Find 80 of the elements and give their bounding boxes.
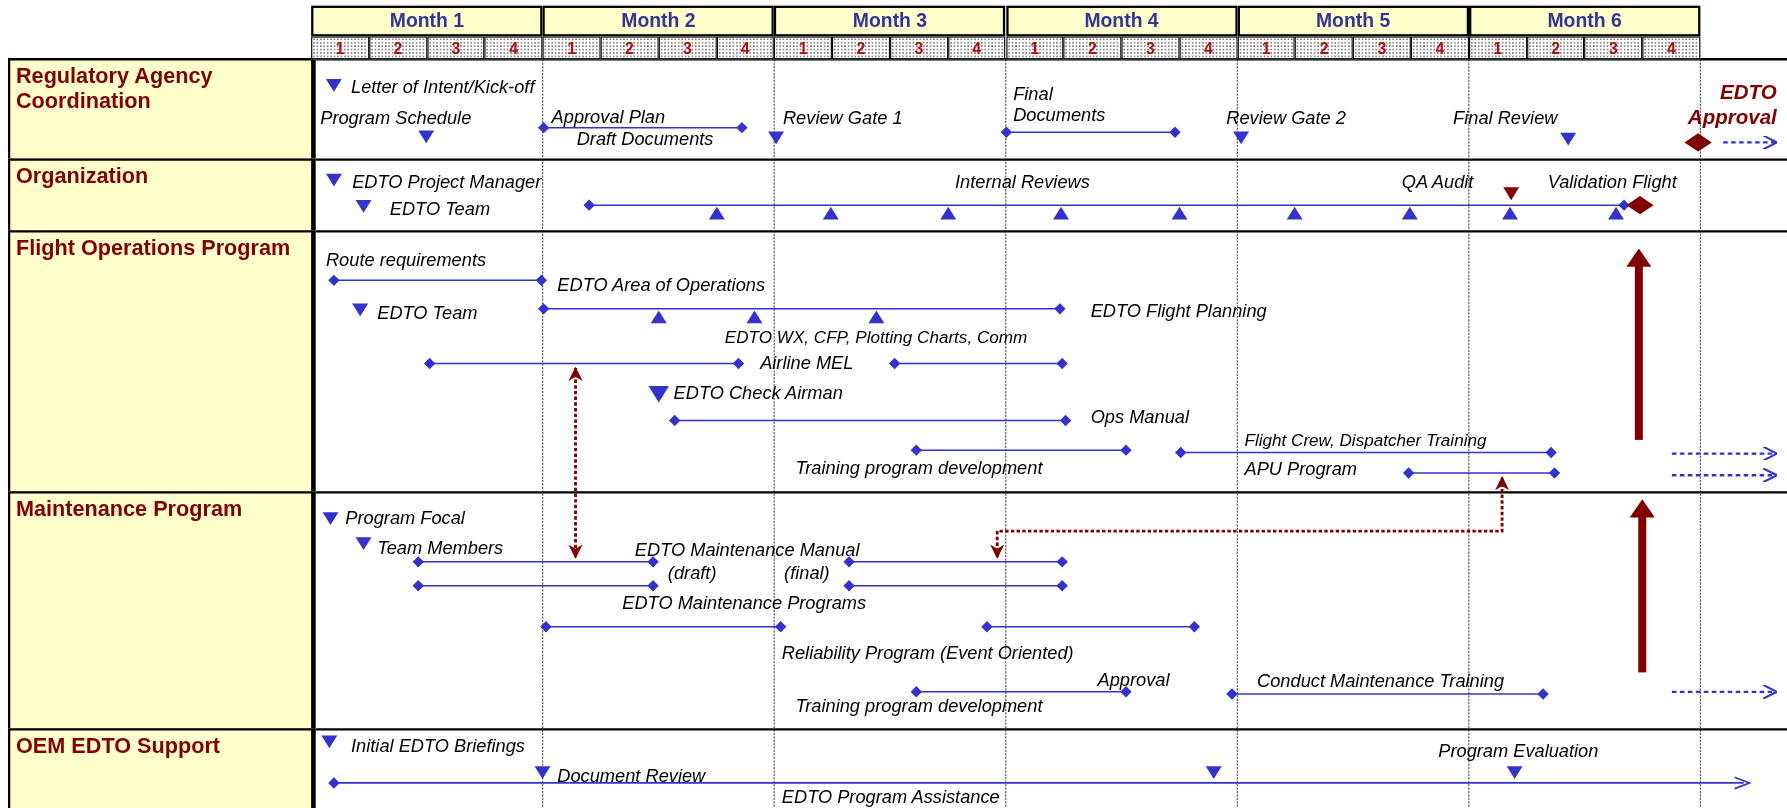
month-header: Month 3 bbox=[774, 5, 1006, 37]
dependency-arrow bbox=[568, 366, 583, 559]
task-label: QA Audit bbox=[1401, 172, 1474, 193]
week-number: 4 bbox=[1410, 36, 1469, 60]
week-number: 1 bbox=[774, 36, 833, 60]
task-label: Final Documents bbox=[1013, 84, 1107, 126]
row-header: Maintenance Program bbox=[8, 491, 316, 731]
week-number: 1 bbox=[542, 36, 601, 60]
row-header: OEM EDTO Support bbox=[8, 728, 316, 808]
week-number: 4 bbox=[1642, 36, 1701, 60]
task-label: Letter of Intent/Kick-off bbox=[351, 77, 535, 98]
task-label: Review Gate 2 bbox=[1226, 108, 1346, 129]
task-label: Training program development bbox=[795, 458, 1043, 479]
task-label: (draft) bbox=[667, 563, 717, 584]
task-label: (final) bbox=[784, 563, 830, 584]
week-number: 2 bbox=[1526, 36, 1585, 60]
task-label: Airline MEL bbox=[760, 353, 854, 374]
week-number: 3 bbox=[658, 36, 717, 60]
task-label: Conduct Maintenance Training bbox=[1257, 671, 1505, 692]
task-label: Team Members bbox=[377, 537, 504, 559]
task-label: Route requirements bbox=[325, 249, 487, 271]
task-label: Training program development bbox=[795, 696, 1043, 717]
week-number: 3 bbox=[890, 36, 948, 60]
task-label: EDTO Flight Planning bbox=[1090, 300, 1267, 322]
task-label: EDTO Project Manager bbox=[352, 172, 542, 193]
week-number: 2 bbox=[832, 36, 890, 60]
month-header: Month 5 bbox=[1237, 5, 1469, 37]
task-label: Draft Documents bbox=[576, 128, 714, 150]
week-number: 4 bbox=[484, 36, 543, 60]
task-label: Reliability Program (Event Oriented) bbox=[781, 642, 1074, 664]
task-label: Ops Manual bbox=[1090, 406, 1189, 428]
week-number: 3 bbox=[1121, 36, 1180, 60]
week-number: 3 bbox=[426, 36, 485, 60]
task-label: APU Program bbox=[1244, 459, 1357, 480]
month-header: Month 4 bbox=[1005, 5, 1238, 37]
month-header: Month 1 bbox=[311, 5, 543, 37]
task-label: Internal Reviews bbox=[955, 172, 1090, 193]
task-label: EDTO Maintenance Programs bbox=[622, 592, 867, 614]
week-number: 4 bbox=[716, 36, 775, 60]
milestone-label: EDTO Approval bbox=[1686, 79, 1777, 130]
week-number: 1 bbox=[1468, 36, 1527, 60]
task-label: Document Review bbox=[557, 765, 706, 787]
task-label: EDTO Team bbox=[389, 199, 491, 220]
task-label: EDTO Maintenance Manual bbox=[634, 540, 860, 561]
week-number: 2 bbox=[1295, 36, 1354, 60]
task-bar bbox=[1402, 467, 1561, 479]
task-label: EDTO WX, CFP, Plotting Charts, Comm bbox=[724, 327, 1028, 348]
task-bar bbox=[412, 556, 659, 568]
dependency-arrow bbox=[990, 476, 1510, 559]
task-label: Approval Plan bbox=[551, 107, 666, 128]
task-bar bbox=[843, 556, 1068, 568]
month-header: Month 2 bbox=[542, 5, 775, 37]
task-label: Review Gate 1 bbox=[782, 108, 903, 129]
task-label: Final Review bbox=[1453, 108, 1558, 129]
task-label: EDTO Check Airman bbox=[673, 382, 843, 404]
month-header: Month 6 bbox=[1468, 5, 1701, 37]
task-label: Program Evaluation bbox=[1438, 740, 1599, 762]
week-number: 2 bbox=[600, 36, 659, 60]
row-header: Organization bbox=[8, 158, 316, 233]
week-number: 2 bbox=[1063, 36, 1122, 60]
week-number: 4 bbox=[1179, 36, 1238, 60]
row-header: Regulatory Agency Coordination bbox=[8, 58, 316, 161]
week-number: 4 bbox=[947, 36, 1006, 60]
row-header: Flight Operations Program bbox=[8, 230, 316, 494]
week-number: 2 bbox=[369, 36, 427, 60]
task-bar bbox=[423, 357, 745, 370]
task-label: EDTO Area of Operations bbox=[557, 274, 766, 296]
week-number: 1 bbox=[1237, 36, 1296, 60]
week-number: 1 bbox=[311, 36, 369, 60]
task-label: Flight Crew, Dispatcher Training bbox=[1244, 429, 1487, 451]
task-label: Program Schedule bbox=[320, 108, 472, 129]
task-label: Initial EDTO Briefings bbox=[351, 736, 525, 757]
task-label: Program Focal bbox=[345, 508, 465, 529]
task-label: EDTO Team bbox=[377, 303, 478, 324]
task-label: Validation Flight bbox=[1547, 172, 1677, 193]
task-label: EDTO Program Assistance bbox=[781, 787, 1000, 808]
week-number: 3 bbox=[1353, 36, 1411, 60]
week-number: 1 bbox=[1005, 36, 1064, 60]
task-label: Approval bbox=[1097, 670, 1170, 691]
week-number: 3 bbox=[1584, 36, 1643, 60]
